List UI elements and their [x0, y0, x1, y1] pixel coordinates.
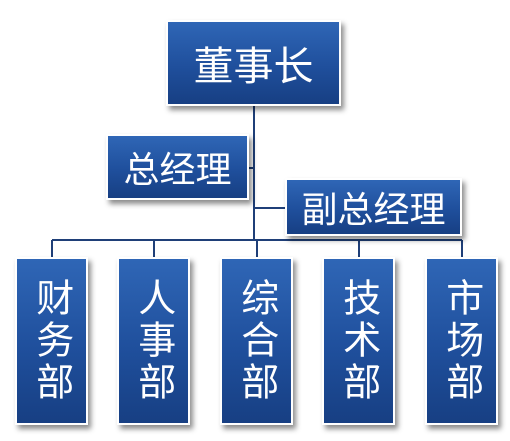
- chairman-box: 董事长: [166, 20, 341, 106]
- department-label-technology: 技术部: [336, 278, 381, 404]
- department-label-hr: 人事部: [131, 278, 176, 404]
- general-manager-box: 总经理: [106, 134, 249, 200]
- department-box-technology: 技术部: [322, 257, 395, 425]
- department-box-general-affairs: 综合部: [220, 257, 293, 425]
- deputy-general-manager-label: 副总经理: [301, 190, 446, 231]
- general-manager-label: 总经理: [123, 150, 232, 191]
- department-label-marketing: 市场部: [439, 278, 484, 404]
- department-box-marketing: 市场部: [425, 257, 498, 425]
- department-box-finance: 财务部: [15, 257, 88, 425]
- deputy-general-manager-box: 副总经理: [285, 178, 462, 236]
- chairman-label: 董事长: [193, 44, 314, 90]
- department-box-hr: 人事部: [117, 257, 190, 425]
- department-label-finance: 财务部: [29, 278, 74, 404]
- department-label-general-affairs: 综合部: [234, 278, 279, 404]
